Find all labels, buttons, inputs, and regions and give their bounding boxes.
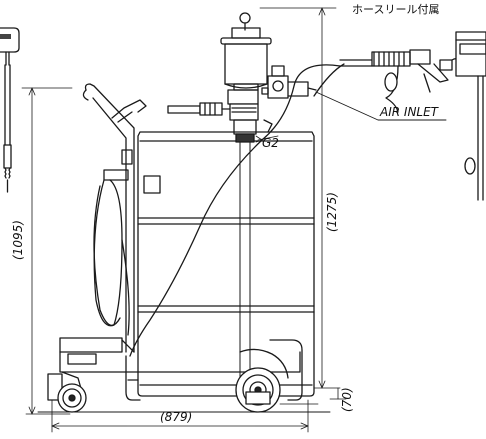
drum — [137, 131, 315, 397]
width-dimension-label: (879) — [160, 410, 192, 424]
cart-frame — [82, 83, 147, 353]
hose-reel-nozzle — [339, 31, 486, 201]
overall-height-label: (1275) — [325, 192, 339, 232]
air-inlet-label: AIR INLET — [379, 105, 440, 119]
dimension-879 — [51, 399, 309, 433]
air-regulator — [261, 65, 317, 133]
base-offset-label: (70) — [340, 387, 354, 412]
outlet-fitting — [167, 102, 231, 116]
fitting-code-label: G2 — [262, 136, 279, 150]
dimension-1095 — [21, 87, 73, 415]
drum-height-label: (1095) — [11, 220, 25, 260]
hose-reel-label: ホースリール付属 — [352, 3, 439, 16]
cart-base — [47, 337, 303, 401]
left-nozzle — [0, 27, 20, 193]
main-hose — [129, 64, 341, 357]
dimension-1275 — [259, 7, 347, 400]
air-inlet-leader — [315, 91, 447, 121]
hose-coil — [93, 179, 130, 336]
right-wheel — [235, 348, 289, 413]
